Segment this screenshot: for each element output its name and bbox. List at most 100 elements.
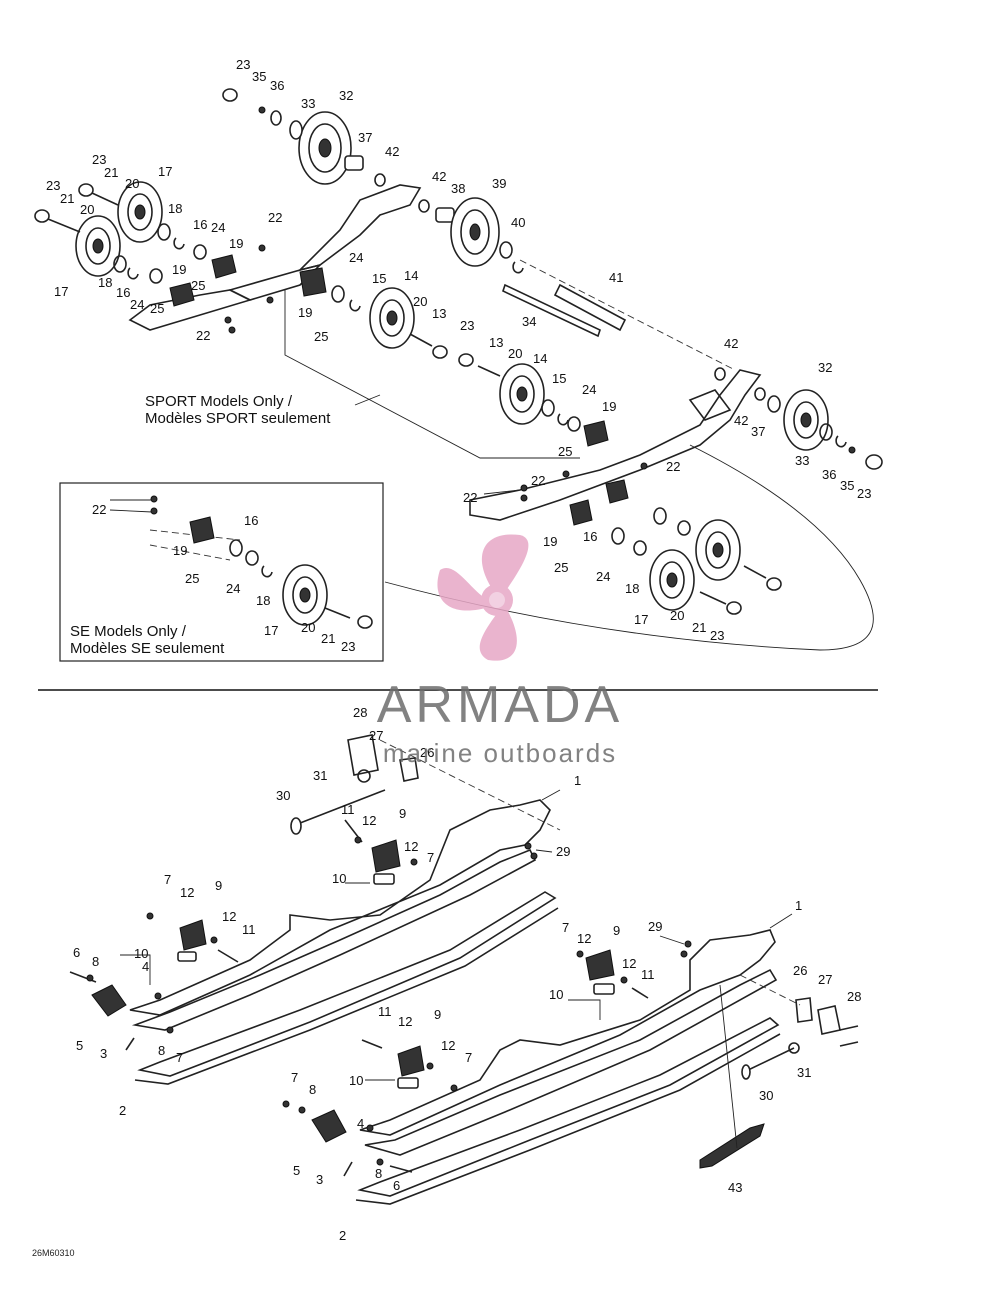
callout-28: 28 <box>353 705 367 720</box>
callout-36: 36 <box>822 467 836 482</box>
callout-22: 22 <box>196 328 210 343</box>
callout-23: 23 <box>46 178 60 193</box>
callout-7: 7 <box>176 1050 183 1065</box>
callout-34: 34 <box>522 314 536 329</box>
callout-27: 27 <box>369 728 383 743</box>
propeller-logo <box>437 534 529 661</box>
callout-15: 15 <box>372 271 386 286</box>
callout-10: 10 <box>134 946 148 961</box>
callout-16: 16 <box>116 285 130 300</box>
callout-10: 10 <box>549 987 563 1002</box>
callout-14: 14 <box>404 268 418 283</box>
callout-9: 9 <box>434 1007 441 1022</box>
callout-22: 22 <box>463 490 477 505</box>
callout-24: 24 <box>130 297 144 312</box>
callout-29: 29 <box>556 844 570 859</box>
callout-9: 9 <box>215 878 222 893</box>
callout-7: 7 <box>164 872 171 887</box>
callout-8: 8 <box>309 1082 316 1097</box>
callout-12: 12 <box>404 839 418 854</box>
callout-22: 22 <box>666 459 680 474</box>
callout-25: 25 <box>185 571 199 586</box>
callout-11: 11 <box>341 802 355 817</box>
callout-17: 17 <box>264 623 278 638</box>
callout-6: 6 <box>393 1178 400 1193</box>
callout-23: 23 <box>236 57 250 72</box>
callout-20: 20 <box>670 608 684 623</box>
callout-31: 31 <box>313 768 327 783</box>
callout-20: 20 <box>80 202 94 217</box>
diagram-code: 26M60310 <box>32 1248 75 1258</box>
callout-22: 22 <box>268 210 282 225</box>
callout-24: 24 <box>211 220 225 235</box>
callout-13: 13 <box>432 306 446 321</box>
callout-29: 29 <box>648 919 662 934</box>
watermark-brand: ARMADA <box>377 676 623 734</box>
callout-21: 21 <box>692 620 706 635</box>
callout-20: 20 <box>125 176 139 191</box>
callout-8: 8 <box>375 1166 382 1181</box>
callout-21: 21 <box>321 631 335 646</box>
callout-labels: 23 35 36 33 32 37 42 42 38 39 40 41 34 2… <box>46 57 871 1243</box>
callout-12: 12 <box>622 956 636 971</box>
callout-39: 39 <box>492 176 506 191</box>
callout-26: 26 <box>420 745 434 760</box>
callout-19: 19 <box>543 534 557 549</box>
callout-5: 5 <box>76 1038 83 1053</box>
callout-21: 21 <box>104 165 118 180</box>
callout-13: 13 <box>489 335 503 350</box>
callout-1: 1 <box>795 898 802 913</box>
callout-25: 25 <box>191 278 205 293</box>
callout-19: 19 <box>173 543 187 558</box>
callout-23: 23 <box>460 318 474 333</box>
callout-12: 12 <box>222 909 236 924</box>
callout-22: 22 <box>92 502 106 517</box>
callout-21: 21 <box>60 191 74 206</box>
callout-42: 42 <box>385 144 399 159</box>
callout-20: 20 <box>301 620 315 635</box>
callout-37: 37 <box>358 130 372 145</box>
callout-32: 32 <box>339 88 353 103</box>
callout-35: 35 <box>252 69 266 84</box>
callout-26: 26 <box>793 963 807 978</box>
callout-19: 19 <box>602 399 616 414</box>
callout-12: 12 <box>577 931 591 946</box>
callout-35: 35 <box>840 478 854 493</box>
callout-24: 24 <box>349 250 363 265</box>
callout-33: 33 <box>795 453 809 468</box>
callout-36: 36 <box>270 78 284 93</box>
callout-17: 17 <box>158 164 172 179</box>
se-note-line2: Modèles SE seulement <box>70 640 225 657</box>
callout-23: 23 <box>341 639 355 654</box>
callout-15: 15 <box>552 371 566 386</box>
callout-7: 7 <box>562 920 569 935</box>
callout-16: 16 <box>244 513 258 528</box>
callout-12: 12 <box>398 1014 412 1029</box>
sport-note-line2: Modèles SPORT seulement <box>145 410 331 427</box>
callout-42: 42 <box>432 169 446 184</box>
callout-25: 25 <box>314 329 328 344</box>
callout-3: 3 <box>316 1172 323 1187</box>
callout-41: 41 <box>609 270 623 285</box>
callout-9: 9 <box>399 806 406 821</box>
callout-8: 8 <box>158 1043 165 1058</box>
callout-6: 6 <box>73 945 80 960</box>
callout-25: 25 <box>558 444 572 459</box>
callout-18: 18 <box>98 275 112 290</box>
callout-42: 42 <box>734 413 748 428</box>
upper-wheel-assembly <box>34 88 883 651</box>
callout-19: 19 <box>298 305 312 320</box>
callout-1: 1 <box>574 773 581 788</box>
lower-rail-assembly <box>69 734 859 1205</box>
callout-18: 18 <box>168 201 182 216</box>
callout-40: 40 <box>511 215 525 230</box>
callout-22: 22 <box>531 473 545 488</box>
callout-23: 23 <box>857 486 871 501</box>
callout-37: 37 <box>751 424 765 439</box>
callout-25: 25 <box>150 301 164 316</box>
callout-25: 25 <box>554 560 568 575</box>
callout-12: 12 <box>362 813 376 828</box>
callout-12: 12 <box>180 885 194 900</box>
callout-23: 23 <box>92 152 106 167</box>
